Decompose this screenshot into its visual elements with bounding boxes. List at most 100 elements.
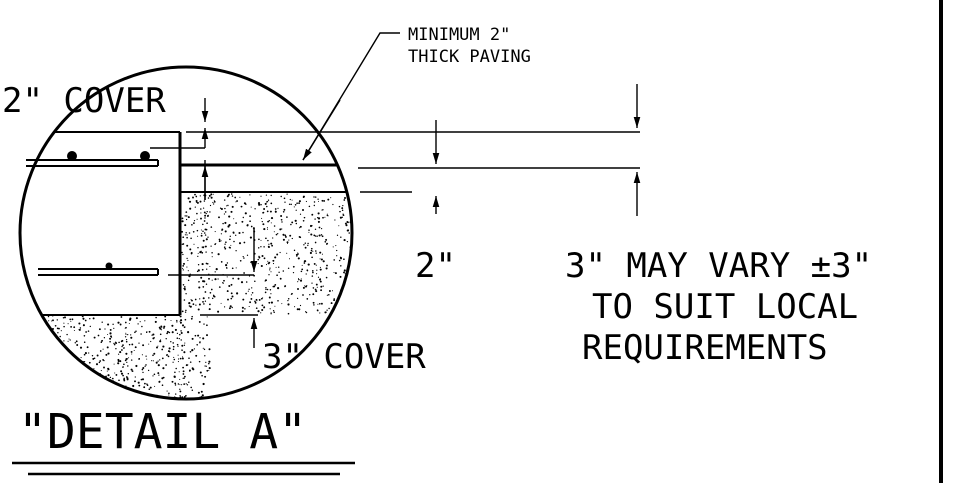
- concrete-stipple-dot: [80, 390, 83, 392]
- concrete-stipple-dot: [205, 283, 208, 285]
- concrete-stipple-dot: [151, 334, 153, 336]
- concrete-stipple-dot: [277, 233, 279, 235]
- concrete-stipple-dot: [333, 272, 335, 273]
- concrete-stipple-dot: [333, 299, 336, 302]
- concrete-stipple-dot: [238, 231, 241, 235]
- concrete-stipple-dot: [205, 361, 207, 363]
- concrete-stipple-dot: [263, 246, 265, 248]
- concrete-stipple-dot: [272, 310, 275, 312]
- concrete-stipple-dot: [84, 361, 86, 363]
- concrete-stipple-dot: [198, 303, 201, 306]
- concrete-stipple-dot: [29, 360, 32, 362]
- concrete-stipple-dot: [206, 268, 208, 270]
- concrete-stipple-dot: [66, 396, 69, 398]
- concrete-stipple-dot: [31, 320, 33, 323]
- concrete-stipple-dot: [144, 320, 146, 322]
- concrete-stipple-dot: [124, 321, 127, 324]
- concrete-stipple-dot: [265, 237, 267, 240]
- concrete-stipple-dot: [202, 337, 205, 340]
- concrete-stipple-dot: [120, 316, 123, 318]
- concrete-stipple-dot: [199, 341, 201, 344]
- concrete-stipple-dot: [123, 363, 125, 366]
- concrete-stipple-dot: [250, 225, 253, 228]
- concrete-stipple-dot: [348, 232, 350, 234]
- concrete-stipple-dot: [37, 382, 40, 385]
- concrete-stipple-dot: [127, 372, 130, 375]
- concrete-stipple-dot: [112, 323, 114, 326]
- concrete-stipple-dot: [119, 360, 122, 363]
- concrete-stipple-dot: [225, 264, 228, 267]
- concrete-stipple-dot: [257, 310, 260, 313]
- concrete-stipple-dot: [287, 312, 290, 315]
- concrete-stipple-dot: [286, 242, 289, 244]
- concrete-stipple-dot: [338, 259, 341, 262]
- concrete-stipple-dot: [22, 335, 25, 337]
- concrete-stipple-dot: [202, 230, 204, 233]
- concrete-stipple-dot: [128, 357, 130, 359]
- concrete-stipple-dot: [34, 370, 37, 373]
- concrete-stipple-dot: [141, 378, 145, 381]
- concrete-stipple-dot: [182, 373, 185, 375]
- concrete-stipple-dot: [314, 241, 317, 244]
- concrete-stipple-dot: [181, 324, 185, 327]
- concrete-stipple-dot: [57, 344, 60, 347]
- concrete-stipple-dot: [119, 351, 122, 354]
- concrete-stipple-dot: [41, 388, 43, 391]
- concrete-stipple-dot: [336, 234, 339, 236]
- concrete-stipple-dot: [109, 340, 111, 343]
- concrete-stipple-dot: [314, 196, 317, 198]
- concrete-stipple-dot: [258, 238, 260, 241]
- concrete-stipple-dot: [305, 273, 307, 275]
- concrete-stipple-dot: [234, 196, 237, 199]
- concrete-stipple-dot: [53, 395, 56, 398]
- concrete-stipple-dot: [203, 303, 205, 305]
- concrete-stipple-dot: [202, 382, 205, 386]
- concrete-stipple-dot: [33, 372, 36, 374]
- concrete-stipple-dot: [92, 383, 94, 385]
- concrete-stipple-dot: [288, 239, 290, 241]
- concrete-stipple-dot: [272, 237, 274, 239]
- concrete-stipple-dot: [202, 286, 205, 288]
- concrete-stipple-dot: [125, 332, 127, 334]
- concrete-stipple-dot: [187, 216, 190, 219]
- concrete-stipple-dot: [258, 298, 261, 301]
- concrete-stipple-dot: [235, 234, 237, 236]
- concrete-stipple-dot: [38, 381, 40, 383]
- concrete-stipple-dot: [189, 350, 192, 353]
- concrete-stipple-dot: [286, 241, 289, 244]
- concrete-stipple-dot: [182, 236, 185, 239]
- concrete-stipple-dot: [154, 320, 157, 323]
- concrete-stipple-dot: [272, 259, 275, 262]
- concrete-stipple-dot: [183, 351, 186, 354]
- concrete-stipple-dot: [244, 308, 246, 310]
- concrete-stipple-dot: [126, 378, 129, 381]
- concrete-stipple-dot: [320, 234, 323, 236]
- concrete-stipple-dot: [42, 393, 45, 396]
- concrete-stipple-dot: [350, 300, 352, 302]
- concrete-stipple-dot: [309, 251, 312, 255]
- concrete-stipple-dot: [150, 340, 152, 343]
- concrete-stipple-dot: [257, 263, 259, 265]
- concrete-stipple-dot: [261, 220, 263, 223]
- concrete-stipple-dot: [92, 317, 95, 320]
- concrete-stipple-dot: [176, 319, 178, 322]
- concrete-stipple-dot: [211, 256, 213, 258]
- concrete-stipple-dot: [28, 338, 30, 341]
- concrete-stipple-dot: [53, 345, 56, 347]
- concrete-stipple-dot: [203, 220, 206, 222]
- concrete-stipple-dot: [159, 333, 162, 336]
- concrete-stipple-dot: [79, 366, 82, 370]
- concrete-stipple-dot: [250, 206, 252, 208]
- concrete-stipple-dot: [188, 305, 191, 307]
- concrete-stipple-dot: [249, 220, 251, 223]
- concrete-stipple-dot: [185, 218, 188, 221]
- concrete-stipple-dot: [302, 286, 305, 289]
- concrete-stipple-dot: [264, 291, 267, 294]
- concrete-stipple-dot: [50, 370, 53, 373]
- concrete-stipple-dot: [227, 225, 230, 228]
- concrete-stipple-dot: [180, 330, 182, 332]
- concrete-stipple-dot: [200, 276, 203, 279]
- concrete-stipple-dot: [209, 204, 212, 207]
- concrete-stipple-dot: [208, 297, 210, 299]
- concrete-stipple-dot: [83, 341, 86, 343]
